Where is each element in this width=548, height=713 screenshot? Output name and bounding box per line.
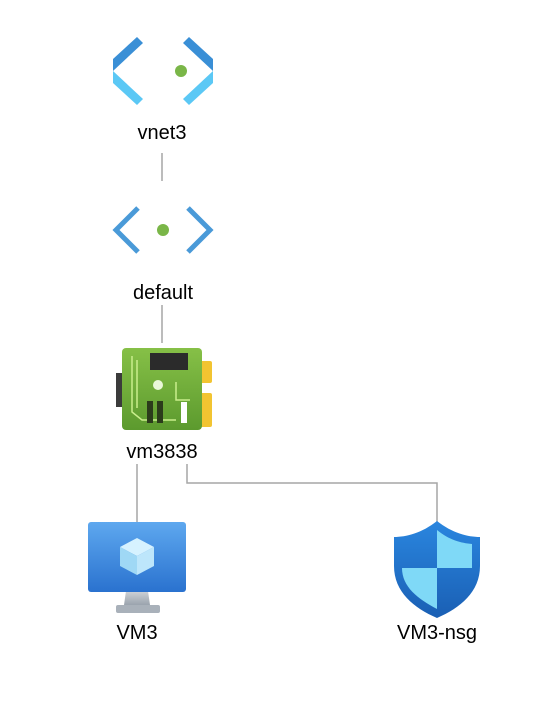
nsg-label: VM3-nsg [396,622,478,644]
vnet-label: vnet3 [137,122,187,144]
virtual-machine-icon[interactable] [88,522,186,613]
subnet-label: default [132,282,194,304]
edge-nic-nsg [186,464,438,523]
connector-lines [136,153,438,523]
vm-label: VM3 [116,622,158,644]
nic-label: vm3838 [126,441,198,463]
network-security-group-icon[interactable] [394,521,480,618]
virtual-network-icon[interactable] [113,37,213,105]
network-interface-icon[interactable] [116,348,212,430]
subnet-icon[interactable] [112,206,214,254]
